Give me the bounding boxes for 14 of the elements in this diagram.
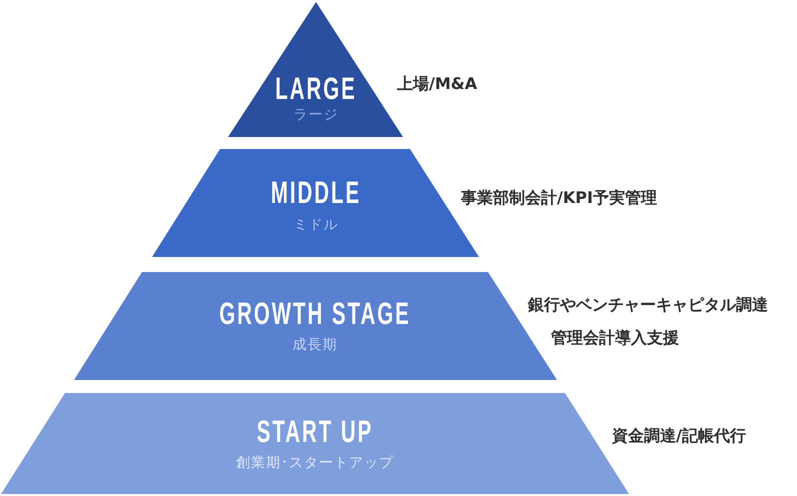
tier-title: MIDDLE: [270, 177, 362, 208]
tier-subtitle: 創業期･スタートアップ: [236, 456, 394, 470]
tier-description: 管理会計導入支援: [551, 330, 679, 346]
tier-description: 銀行やベンチャーキャピタル調達: [528, 297, 768, 313]
tier-subtitle: ラージ: [294, 108, 338, 122]
tier-description: 上場/M&A: [397, 76, 478, 92]
tier-description: 資金調達/記帳代行: [612, 428, 746, 444]
tier-title: START UP: [256, 416, 374, 447]
pyramid-tier: [1, 393, 629, 494]
tier-description: 事業部制会計/KPI予実管理: [461, 190, 657, 206]
tier-title: GROWTH STAGE: [219, 298, 411, 329]
tier-subtitle: 成長期: [292, 338, 338, 352]
tier-title: LARGE: [275, 73, 357, 104]
tier-subtitle: ミドル: [294, 218, 338, 232]
